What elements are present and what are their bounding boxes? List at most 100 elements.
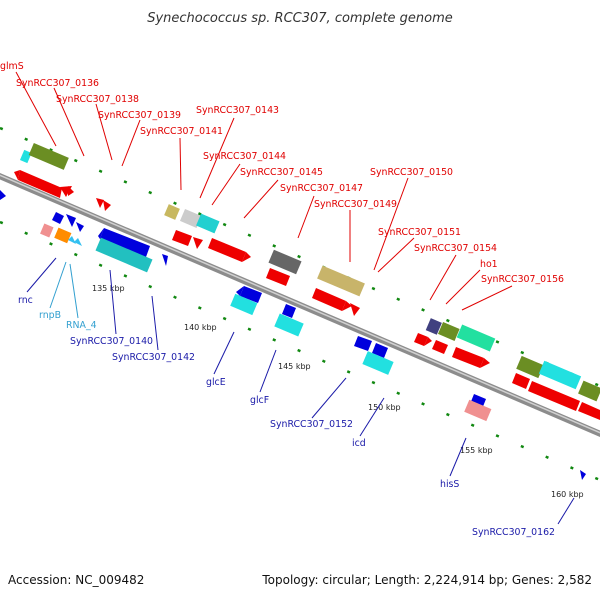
scale-label: 135 kbp (92, 284, 125, 293)
gene-box (274, 313, 304, 337)
gene-box (464, 399, 492, 422)
gene-label: SynRCC307_0143 (196, 105, 279, 116)
reverse-callouts (26, 257, 575, 525)
gene-box (362, 351, 394, 375)
gene-arrow (100, 228, 150, 257)
gene-label: SynRCC307_0150 (370, 167, 453, 178)
gene-label: SynRCC307_0136 (16, 78, 99, 89)
gene-arrow (282, 304, 296, 318)
tick-track-upper (0, 126, 600, 388)
scale-label: 150 kbp (368, 403, 401, 412)
gene-label: rnc (18, 295, 33, 306)
gene-arrow (68, 186, 74, 196)
gene-arrow (528, 381, 580, 411)
gene-label: glcE (206, 377, 226, 388)
scale-label: 140 kbp (184, 323, 217, 332)
map-title: Synechococcus sp. RCC307, complete genom… (147, 11, 453, 26)
gene-label: rnpB (39, 310, 61, 321)
gene-box (95, 237, 153, 273)
gene-arrow (480, 358, 490, 368)
gene-arrow (354, 336, 372, 351)
gene-arrow (424, 337, 432, 346)
gene-arrow (208, 238, 246, 262)
gene-label: SynRCC307_0156 (481, 274, 564, 285)
gene-arrow (242, 252, 251, 262)
gene-box (516, 355, 544, 379)
gene-arrow (236, 286, 244, 296)
scale-label: 145 kbp (278, 362, 311, 371)
gene-arrow (74, 238, 82, 246)
gene-label: SynRCC307_0147 (280, 183, 363, 194)
gene-label: icd (352, 438, 366, 449)
genome-backbone (0, 173, 600, 437)
topology-text: Topology: circular; Length: 2,224,914 bp… (261, 573, 592, 587)
gene-arrow (193, 237, 203, 249)
gene-label: SynRCC307_0138 (56, 94, 139, 105)
gene-label: SynRCC307_0149 (314, 199, 397, 210)
gene-arrow (172, 230, 192, 246)
gene-box (54, 227, 72, 244)
scale-label: 160 kbp (551, 490, 584, 499)
gene-arrow (96, 198, 104, 208)
gene-box (317, 265, 365, 297)
gene-arrow (432, 340, 448, 354)
gene-label: SynRCC307_0139 (98, 110, 181, 121)
gene-arrow (342, 301, 352, 311)
forward-labels: glmS SynRCC307_0136 SynRCC307_0138 SynRC… (0, 61, 564, 285)
gene-arrow (240, 286, 262, 303)
gene-label: RNA_4 (66, 320, 97, 331)
gene-box (230, 293, 258, 316)
gene-box (538, 360, 582, 390)
gene-arrow (350, 303, 360, 316)
tick-track-lower (0, 220, 600, 482)
gene-label: SynRCC307_0152 (270, 419, 353, 430)
reverse-labels: rnc rnpB RNA_4 SynRCC307_0140 SynRCC307_… (18, 295, 555, 538)
gene-arrow (66, 214, 76, 227)
gene-arrow (76, 222, 84, 232)
scale-labels: 135 kbp 140 kbp 145 kbp 150 kbp 155 kbp … (92, 284, 584, 499)
gene-label: SynRCC307_0145 (240, 167, 323, 178)
gene-arrow (14, 170, 20, 180)
gene-arrow (312, 288, 346, 311)
gene-box (196, 213, 220, 234)
gene-label: SynRCC307_0144 (203, 151, 286, 162)
gene-box (164, 204, 180, 220)
gene-arrow (512, 373, 530, 389)
gene-arrow (0, 190, 6, 200)
gene-box (179, 208, 202, 228)
gene-arrow (578, 402, 600, 420)
gene-label: SynRCC307_0162 (472, 527, 555, 538)
gene-arrow (452, 347, 484, 368)
gene-arrow (580, 470, 586, 480)
forward-callouts (15, 71, 513, 311)
gene-label: glmS (0, 61, 24, 72)
rna-callouts (49, 261, 79, 319)
gene-arrow (162, 254, 168, 266)
gene-arrow (18, 170, 62, 198)
gene-arrow (414, 333, 428, 346)
gene-arrow (266, 268, 290, 286)
gene-box (425, 318, 442, 335)
gene-label: SynRCC307_0154 (414, 243, 497, 254)
gene-box (456, 324, 496, 352)
gene-box (437, 321, 460, 341)
gene-box (578, 380, 600, 402)
forward-features (14, 143, 600, 420)
gene-label: SynRCC307_0151 (378, 227, 461, 238)
reverse-features (0, 190, 586, 480)
gene-box (40, 223, 54, 238)
gene-box (268, 249, 302, 275)
gene-arrow (103, 200, 111, 211)
gene-label: SynRCC307_0142 (112, 352, 195, 363)
gene-arrow (372, 343, 388, 358)
gene-label: SynRCC307_0141 (140, 126, 223, 137)
gene-label: glcF (250, 395, 269, 406)
gene-arrow (52, 212, 64, 224)
gene-label: hisS (440, 479, 459, 490)
accession-text: Accession: NC_009482 (8, 573, 144, 587)
gene-label: ho1 (480, 259, 498, 270)
scale-label: 155 kbp (460, 446, 493, 455)
gene-box (28, 143, 69, 170)
gene-label: SynRCC307_0140 (70, 336, 153, 347)
